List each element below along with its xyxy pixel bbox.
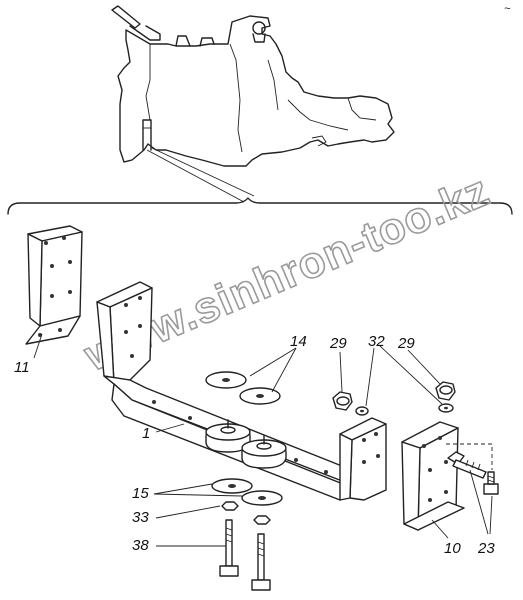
corner-mark: ~ xyxy=(504,3,511,15)
bolts-part-38 xyxy=(219,519,271,591)
detail-brace xyxy=(7,197,513,215)
nut-part-29-left xyxy=(332,391,353,411)
cradle-part-1 xyxy=(96,281,387,501)
bracket-part-11 xyxy=(25,225,83,345)
washers-part-14 xyxy=(205,371,281,405)
callout-29-right: 29 xyxy=(397,335,415,352)
nuts-part-33 xyxy=(221,501,271,525)
callout-29-left: 29 xyxy=(329,335,347,352)
nut-part-29-right xyxy=(435,381,456,401)
bolts-part-23 xyxy=(446,443,499,495)
washer-part-32-left xyxy=(355,406,369,416)
callout-11: 11 xyxy=(14,359,30,376)
callout-38: 38 xyxy=(132,537,149,554)
bracket-part-10 xyxy=(401,421,465,531)
callout-14: 14 xyxy=(290,333,307,350)
callout-1: 1 xyxy=(142,425,150,442)
engine-overview xyxy=(111,5,395,203)
callout-23: 23 xyxy=(477,540,495,557)
washers-part-15 xyxy=(211,478,283,506)
callout-33: 33 xyxy=(132,509,149,526)
callout-32: 32 xyxy=(368,333,385,350)
callout-15: 15 xyxy=(132,485,149,502)
washer-part-32-right xyxy=(438,403,454,413)
leader-lines xyxy=(33,333,493,547)
callout-10: 10 xyxy=(444,540,461,557)
